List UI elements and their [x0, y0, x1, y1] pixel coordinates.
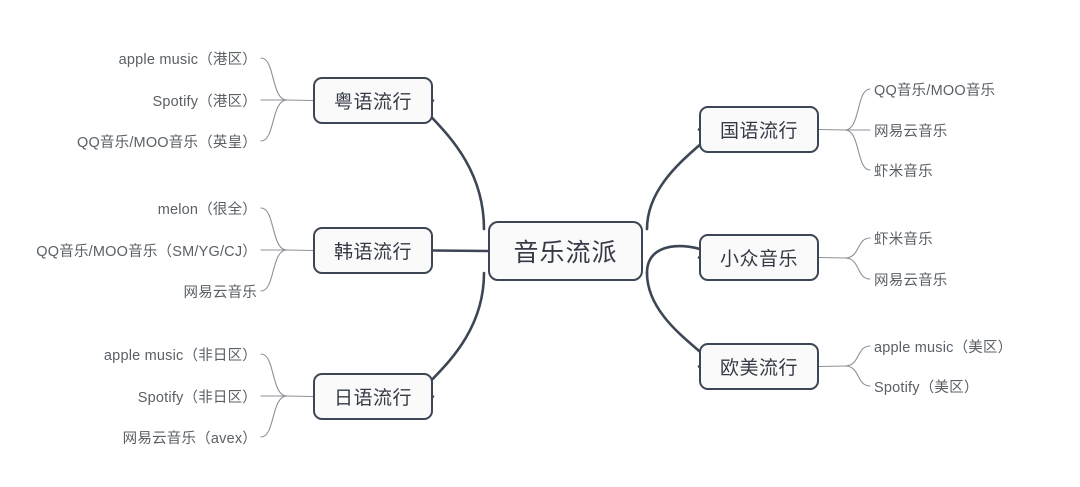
leaf-edge-western-1 — [844, 365, 871, 387]
leaf-edge-mandarin-2 — [844, 129, 871, 171]
leaf-label[interactable]: Spotify（港区） — [152, 94, 257, 110]
leaf-edge-mandarin-0 — [844, 88, 871, 131]
branch-node-cantonese[interactable]: 粤语流行 — [313, 77, 433, 124]
leaf-edge-niche-1 — [844, 257, 871, 280]
leaf-label[interactable]: apple music（港区） — [118, 52, 257, 68]
leaf-label[interactable]: 网易云音乐（avex） — [122, 431, 257, 447]
leaf-stub-korean — [286, 249, 314, 252]
leaf-edge-korean-0 — [260, 207, 288, 251]
leaf-label[interactable]: 网易云音乐 — [874, 273, 948, 289]
leaf-edge-western-0 — [844, 345, 871, 367]
leaf-edge-cantonese-2 — [260, 99, 288, 142]
leaf-stub-western — [818, 365, 846, 368]
leaf-label[interactable]: 虾米音乐 — [874, 232, 933, 248]
root-node-label: 音乐流派 — [513, 239, 618, 267]
leaf-label[interactable]: melon（很全） — [157, 202, 257, 218]
leaf-label[interactable]: Spotify（非日区） — [137, 390, 257, 406]
branch-node-japanese[interactable]: 日语流行 — [313, 373, 433, 420]
branch-node-niche-label: 小众音乐 — [719, 249, 798, 270]
branch-node-japanese-label: 日语流行 — [333, 388, 412, 409]
leaf-edge-niche-0 — [844, 237, 871, 259]
leaf-label[interactable]: QQ音乐/MOO音乐（SM/YG/CJ） — [36, 244, 257, 260]
leaf-edge-japanese-2 — [260, 395, 288, 438]
leaf-label[interactable]: QQ音乐/MOO音乐 — [874, 83, 996, 99]
branch-node-korean[interactable]: 韩语流行 — [313, 227, 433, 274]
leaf-label[interactable]: 网易云音乐 — [874, 124, 948, 140]
branch-node-mandarin-label: 国语流行 — [719, 121, 798, 142]
leaf-label[interactable]: 虾米音乐 — [874, 164, 933, 180]
leaf-label[interactable]: apple music（美区） — [874, 340, 1013, 356]
leaf-stub-cantonese — [286, 99, 314, 102]
branch-node-cantonese-label: 粤语流行 — [333, 92, 412, 113]
branch-node-korean-label: 韩语流行 — [333, 242, 412, 263]
leaf-edge-japanese-0 — [260, 353, 288, 397]
leaf-edge-cantonese-0 — [260, 57, 288, 101]
leaf-label[interactable]: 网易云音乐 — [183, 285, 257, 301]
root-node[interactable]: 音乐流派 — [488, 221, 643, 281]
leaf-stub-japanese — [286, 395, 314, 398]
leaf-stub-mandarin — [818, 128, 846, 131]
leaf-label[interactable]: QQ音乐/MOO音乐（英皇） — [76, 135, 257, 151]
leaf-stub-niche — [818, 256, 846, 259]
branch-node-mandarin[interactable]: 国语流行 — [699, 106, 819, 153]
leaf-label[interactable]: Spotify（美区） — [874, 380, 979, 396]
branch-node-niche[interactable]: 小众音乐 — [699, 234, 819, 281]
leaf-edge-korean-2 — [260, 249, 288, 292]
leaf-label[interactable]: apple music（非日区） — [103, 348, 257, 364]
branch-node-western[interactable]: 欧美流行 — [699, 343, 819, 390]
branch-node-western-label: 欧美流行 — [719, 358, 798, 379]
main-edge-korean — [431, 249, 490, 253]
